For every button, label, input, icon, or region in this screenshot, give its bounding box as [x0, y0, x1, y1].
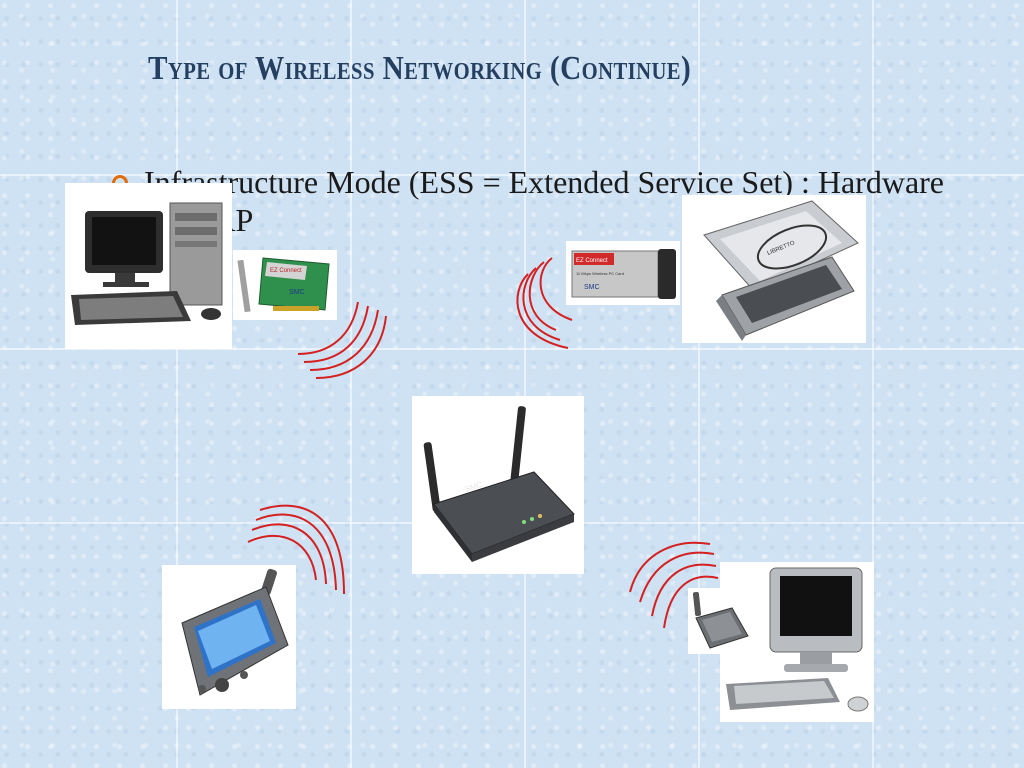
background-seam — [0, 174, 1024, 176]
pc-card-label: EZ Connect — [576, 258, 608, 264]
pc-card-sublabel: 11 Mbps Wireless PC Card — [576, 271, 624, 276]
wireless-signal-icon — [629, 541, 719, 629]
wireless-signal-icon — [516, 257, 573, 349]
pocket-pc-icon — [162, 565, 296, 709]
background-seam — [872, 0, 874, 768]
pci-wireless-card-icon: EZ Connect SMC — [233, 250, 337, 320]
background-seam — [698, 0, 700, 768]
pci-card-brand: SMC — [289, 289, 305, 296]
pci-card-label: EZ Connect — [270, 268, 302, 274]
background-seam — [350, 0, 352, 768]
bullet-text: Infrastructure Mode (ESS = Extended Serv… — [144, 164, 944, 238]
background-seam — [524, 0, 526, 768]
wireless-signal-icon — [247, 504, 345, 595]
slide-title: Type of Wireless Networking (Continue) — [148, 50, 692, 87]
pc-card-adapter-icon: EZ Connect 11 Mbps Wireless PC Card SMC — [566, 241, 680, 305]
desktop-computer-icon — [65, 183, 232, 349]
access-point-icon: SMC — [412, 396, 584, 574]
background-seam — [176, 0, 178, 768]
background-seam — [0, 348, 1024, 350]
wireless-signal-icon — [297, 301, 387, 379]
laptop-icon: LIBRETTO — [682, 195, 866, 343]
usb-wireless-adapter-icon — [688, 588, 752, 654]
pc-card-brand: SMC — [584, 284, 600, 291]
